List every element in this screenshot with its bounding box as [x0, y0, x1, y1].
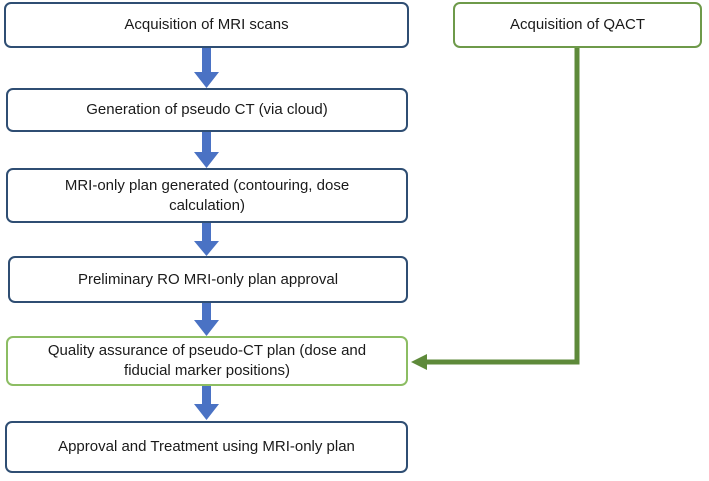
step-mri-scans: Acquisition of MRI scans: [4, 2, 409, 48]
step-label: Approval and Treatment using MRI-only pl…: [58, 438, 355, 455]
step-label-line2: calculation): [169, 196, 245, 214]
step-treatment: Approval and Treatment using MRI-only pl…: [5, 421, 408, 473]
step-pseudo-ct: Generation of pseudo CT (via cloud): [6, 88, 408, 132]
step-label-line1: MRI-only plan generated (contouring, dos…: [64, 176, 350, 194]
step-label: MRI-only plan generated (contouring, dos…: [65, 176, 349, 216]
step-label: Quality assurance of pseudo-CT plan (dos…: [48, 341, 366, 381]
step-label-line1: Quality assurance of pseudo-CT plan (dos…: [47, 342, 367, 359]
step-label-line2: fiducial marker positions): [124, 362, 290, 379]
step-label: Acquisition of QACT: [509, 16, 646, 33]
arrow-qact-to-qa: [411, 48, 580, 370]
step-label: Acquisition of MRI scans: [124, 16, 289, 33]
arrow-down-5: [194, 386, 219, 420]
step-label: Generation of pseudo CT (via cloud): [86, 101, 328, 118]
step-ro-approval: Preliminary RO MRI-only plan approval: [8, 256, 408, 303]
arrow-down-3: [194, 223, 219, 256]
step-qa: Quality assurance of pseudo-CT plan (dos…: [6, 336, 408, 386]
arrow-down-1: [194, 48, 219, 88]
arrow-down-2: [194, 132, 219, 168]
step-label: Preliminary RO MRI-only plan approval: [77, 270, 339, 288]
step-mri-plan: MRI-only plan generated (contouring, dos…: [6, 168, 408, 223]
step-qact: Acquisition of QACT: [453, 2, 702, 48]
arrow-down-4: [194, 303, 219, 336]
